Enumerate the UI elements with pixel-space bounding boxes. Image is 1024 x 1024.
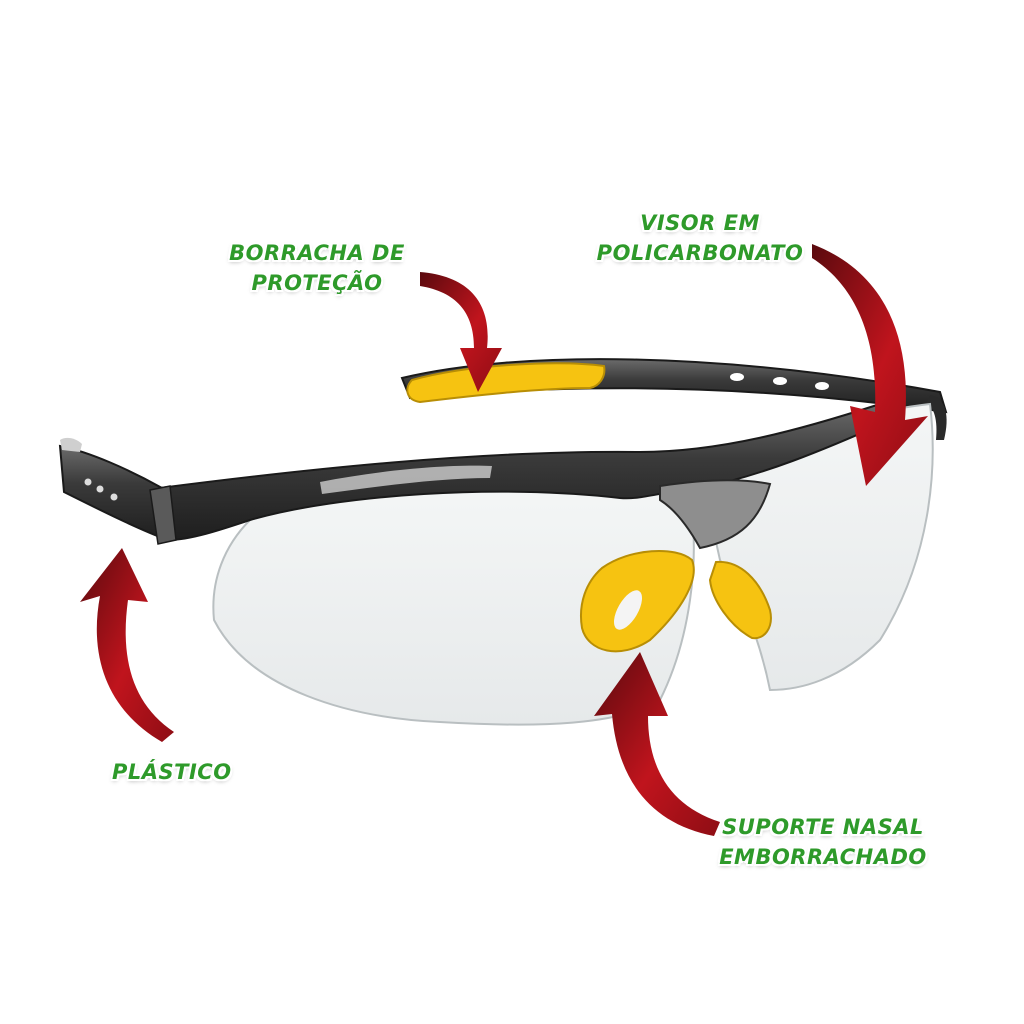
- label-borracha-line2: PROTEÇÃO: [251, 271, 383, 295]
- label-suporte-nasal-emborrachado: SUPORTE NASAL EMBORRACHADO: [708, 812, 938, 872]
- temple-rubber-pad: [406, 362, 606, 404]
- label-plastico-line1: PLÁSTICO: [112, 760, 232, 784]
- label-borracha-de-protecao: BORRACHA DE PROTEÇÃO: [222, 238, 412, 298]
- label-visor-line2: POLICARBONATO: [596, 241, 804, 265]
- nose-pads: [580, 550, 772, 653]
- label-suporte-line2: EMBORRACHADO: [719, 845, 927, 869]
- front-frame: [158, 402, 903, 550]
- label-visor-line1: VISOR EM: [640, 211, 760, 235]
- left-temple-arm: [58, 437, 177, 545]
- label-suporte-line1: SUPORTE NASAL: [722, 815, 924, 839]
- right-temple-arm: [400, 358, 948, 440]
- arrow-visor: [812, 244, 928, 486]
- label-plastico: PLÁSTICO: [112, 757, 252, 787]
- arrow-borracha: [420, 272, 502, 392]
- label-borracha-line1: BORRACHA DE: [229, 241, 405, 265]
- arrow-suporte: [594, 652, 720, 836]
- arrow-plastico: [80, 548, 174, 742]
- label-visor-em-policarbonato: VISOR EM POLICARBONATO: [590, 208, 810, 268]
